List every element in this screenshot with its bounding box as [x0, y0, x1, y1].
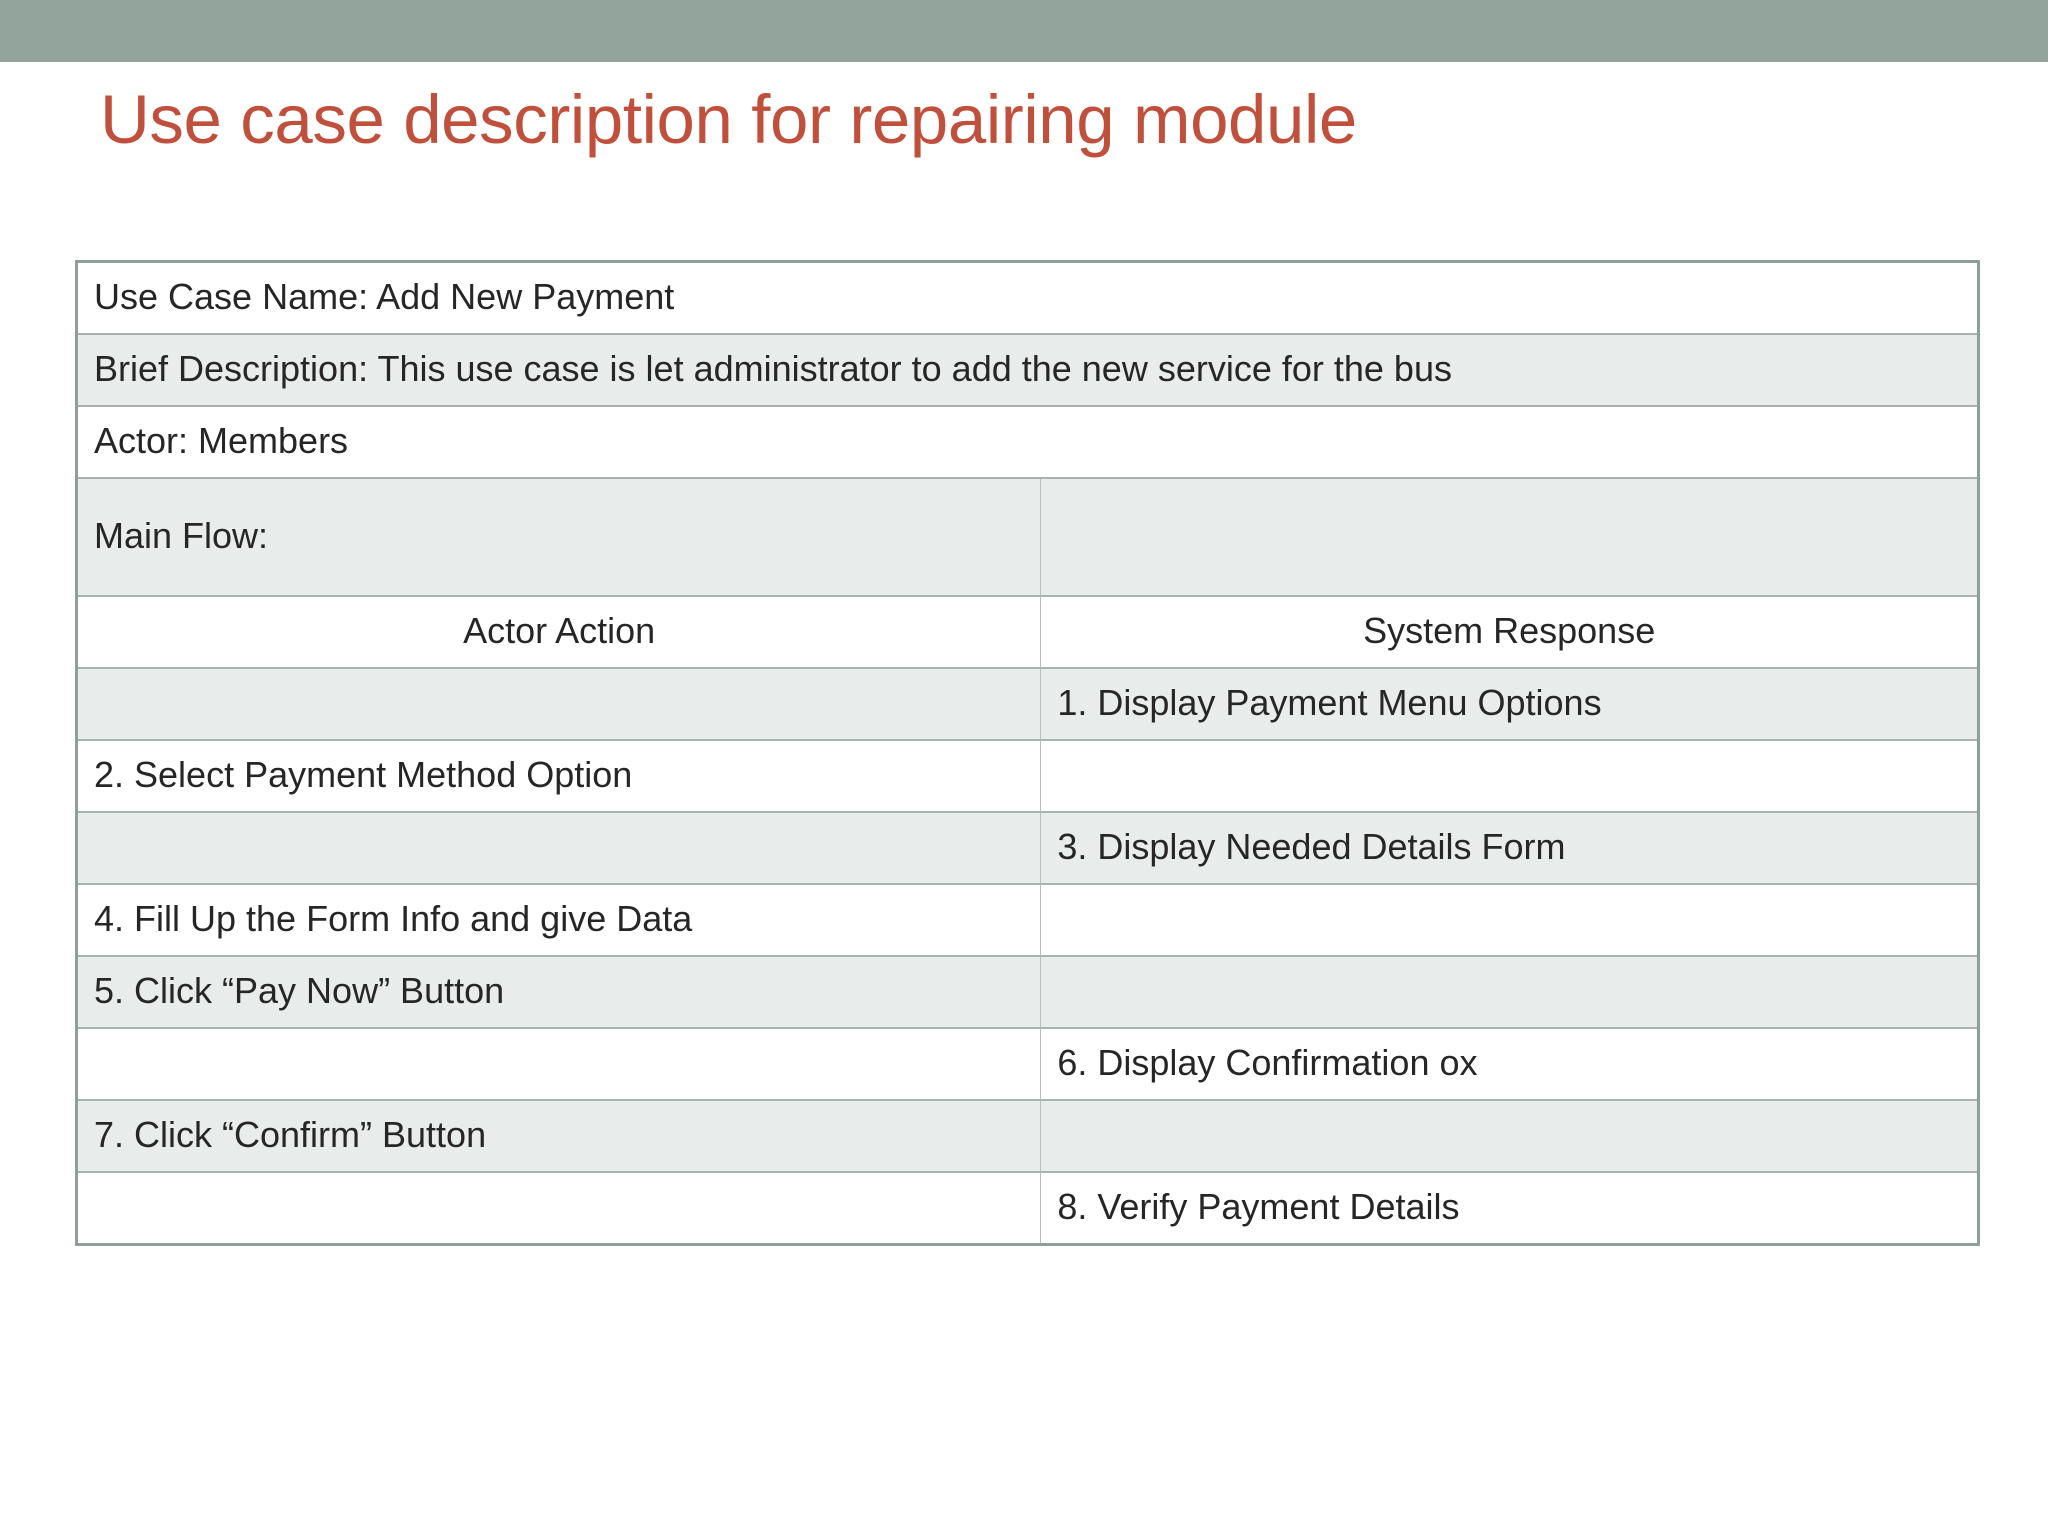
- table-row-step-4: 4. Fill Up the Form Info and give Data: [75, 883, 1979, 957]
- use-case-name-cell: Use Case Name: Add New Payment: [76, 261, 1979, 335]
- step-6-system-response: 6. Display Confirmation ox: [1040, 1027, 1979, 1101]
- step-7-system-response: [1040, 1099, 1979, 1173]
- table-row-use-case-name: Use Case Name: Add New Payment: [76, 261, 1979, 335]
- step-1-system-response: 1. Display Payment Menu Options: [1040, 667, 1979, 741]
- brief-description-cell: Brief Description: This use case is let …: [76, 333, 1979, 407]
- table-row-step-1: 1. Display Payment Menu Options: [75, 667, 1979, 741]
- step-6-actor-action: [75, 1027, 1042, 1101]
- column-header-actor-action: Actor Action: [75, 595, 1042, 669]
- table-row-step-7: 7. Click “Confirm” Button: [75, 1099, 1979, 1173]
- table-row-step-8: 8. Verify Payment Details: [75, 1171, 1979, 1245]
- column-header-system-response: System Response: [1040, 595, 1979, 669]
- step-5-system-response: [1040, 955, 1979, 1029]
- top-banner: [0, 0, 2048, 62]
- table-row-step-3: 3. Display Needed Details Form: [75, 811, 1979, 885]
- step-3-actor-action: [75, 811, 1042, 885]
- table-row-brief-description: Brief Description: This use case is let …: [76, 333, 1979, 407]
- main-flow-empty-cell: [1040, 477, 1979, 597]
- step-2-actor-action: 2. Select Payment Method Option: [75, 739, 1042, 813]
- table-row-column-headers: Actor Action System Response: [75, 595, 1979, 669]
- table-row-step-6: 6. Display Confirmation ox: [75, 1027, 1979, 1101]
- step-5-actor-action: 5. Click “Pay Now” Button: [75, 955, 1042, 1029]
- step-7-actor-action: 7. Click “Confirm” Button: [75, 1099, 1042, 1173]
- step-3-system-response: 3. Display Needed Details Form: [1040, 811, 1979, 885]
- use-case-table: Use Case Name: Add New Payment Brief Des…: [75, 260, 1980, 1246]
- step-2-system-response: [1040, 739, 1979, 813]
- table-row-step-2: 2. Select Payment Method Option: [75, 739, 1979, 813]
- table-row-main-flow: Main Flow:: [75, 477, 1979, 597]
- table-row-actor: Actor: Members: [76, 405, 1979, 479]
- step-1-actor-action: [75, 667, 1042, 741]
- table-row-step-5: 5. Click “Pay Now” Button: [75, 955, 1979, 1029]
- step-4-actor-action: 4. Fill Up the Form Info and give Data: [75, 883, 1042, 957]
- step-4-system-response: [1040, 883, 1979, 957]
- page-title: Use case description for repairing modul…: [100, 81, 1357, 158]
- main-flow-label-cell: Main Flow:: [75, 477, 1042, 597]
- use-case-table-container: Use Case Name: Add New Payment Brief Des…: [75, 260, 1980, 1246]
- step-8-actor-action: [75, 1171, 1042, 1245]
- actor-cell: Actor: Members: [76, 405, 1979, 479]
- step-8-system-response: 8. Verify Payment Details: [1040, 1171, 1979, 1245]
